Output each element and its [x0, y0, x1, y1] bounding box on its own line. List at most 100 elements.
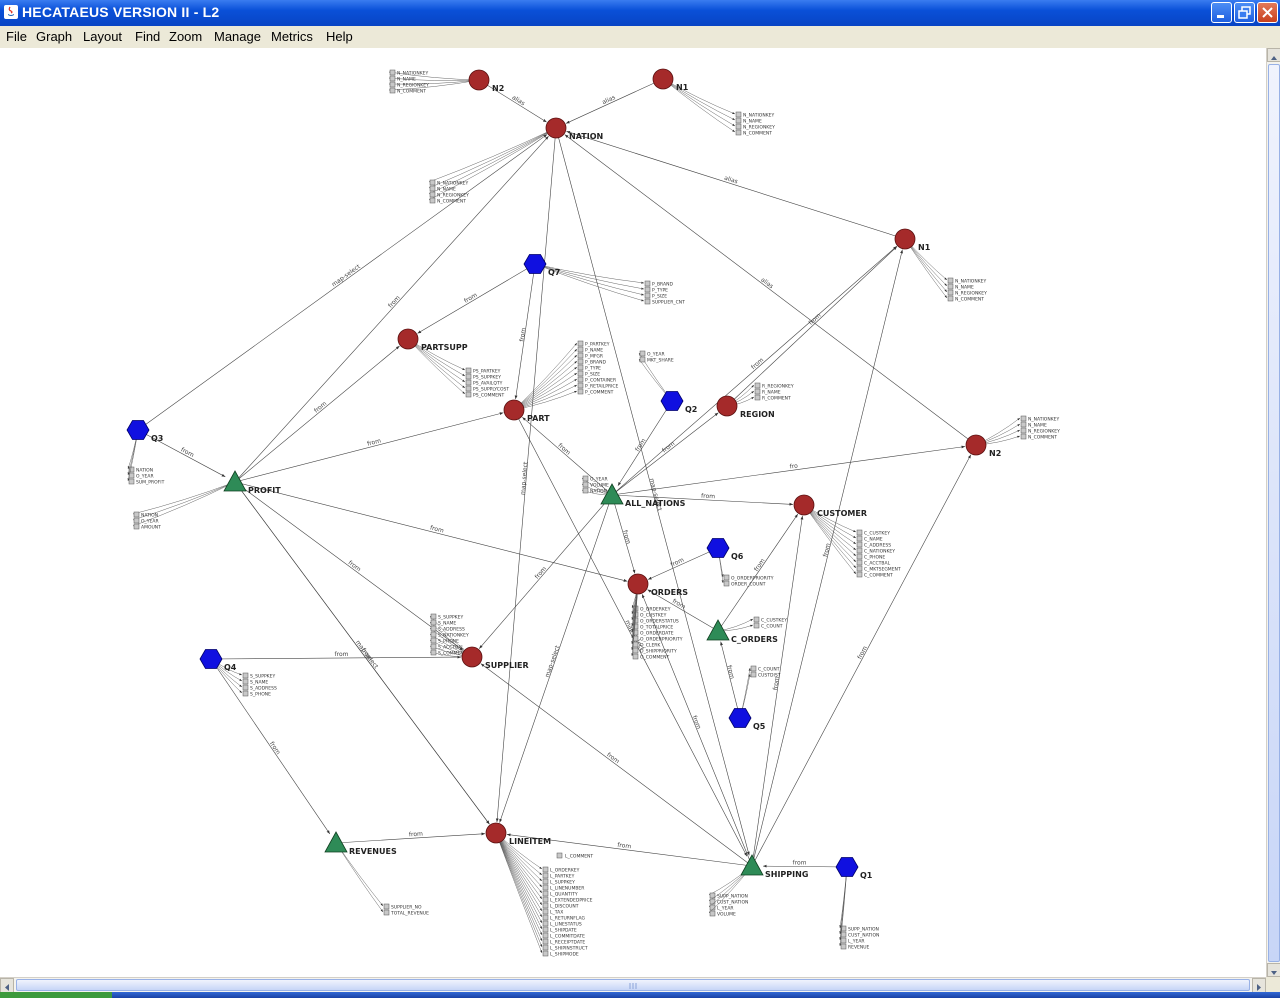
view-node[interactable]	[223, 470, 247, 492]
attribute-node[interactable]	[542, 914, 549, 921]
attribute-node[interactable]	[709, 892, 716, 899]
graph-edge[interactable]	[506, 833, 753, 867]
attribute-node[interactable]	[465, 385, 472, 392]
attribute-node[interactable]	[723, 574, 730, 581]
attribute-node[interactable]	[947, 283, 954, 290]
start-button[interactable]	[0, 992, 112, 998]
menu-zoom[interactable]: Zoom	[169, 29, 203, 44]
menu-help[interactable]: Help	[326, 29, 353, 44]
scroll-right-button[interactable]	[1252, 978, 1266, 993]
graph-edge[interactable]	[611, 246, 897, 496]
attribute-node[interactable]	[709, 904, 716, 911]
attribute-node[interactable]	[556, 852, 563, 859]
scroll-up-button[interactable]	[1267, 48, 1280, 62]
graph-edge[interactable]	[617, 400, 673, 486]
menu-graph[interactable]: Graph	[36, 29, 73, 44]
attribute-node[interactable]	[383, 903, 390, 910]
graph-edge[interactable]	[234, 481, 628, 582]
vertical-scroll-thumb[interactable]	[1268, 64, 1280, 962]
attribute-node[interactable]	[430, 643, 437, 650]
attribute-node[interactable]	[542, 932, 549, 939]
menu-file[interactable]: File	[6, 29, 27, 44]
attribute-node[interactable]	[242, 684, 249, 691]
attribute-node[interactable]	[542, 908, 549, 915]
view-node[interactable]	[324, 831, 348, 853]
attribute-node[interactable]	[389, 69, 396, 76]
graph-edge[interactable]	[647, 589, 719, 632]
relation-node[interactable]	[503, 399, 525, 421]
graph-edge[interactable]	[234, 481, 464, 651]
graph-edge[interactable]	[513, 409, 748, 857]
attribute-node[interactable]	[429, 179, 436, 186]
attribute-node[interactable]	[582, 475, 589, 482]
query-node[interactable]	[835, 857, 859, 877]
attribute-node[interactable]	[133, 523, 140, 530]
menu-metrics[interactable]: Metrics	[271, 29, 313, 44]
attribute-node[interactable]	[430, 619, 437, 626]
query-node[interactable]	[523, 254, 547, 274]
attribute-node[interactable]	[856, 565, 863, 572]
attribute-node[interactable]	[542, 884, 549, 891]
attribute-node[interactable]	[644, 280, 651, 287]
graph-edge[interactable]	[751, 515, 804, 867]
scroll-left-button[interactable]	[0, 978, 14, 993]
attribute-node[interactable]	[582, 487, 589, 494]
attribute-node[interactable]	[750, 665, 757, 672]
attribute-node[interactable]	[1020, 421, 1027, 428]
graph-edge[interactable]	[751, 454, 972, 867]
attribute-node[interactable]	[632, 647, 639, 654]
query-node[interactable]	[126, 420, 150, 440]
attribute-node[interactable]	[128, 478, 135, 485]
relation-node[interactable]	[397, 328, 419, 350]
graph-edge[interactable]	[234, 135, 549, 483]
relation-node[interactable]	[716, 395, 738, 417]
attribute-node[interactable]	[542, 866, 549, 873]
attribute-node[interactable]	[840, 925, 847, 932]
attribute-node[interactable]	[632, 653, 639, 660]
relation-node[interactable]	[894, 228, 916, 250]
graph-edge[interactable]	[611, 412, 719, 496]
attribute-node[interactable]	[856, 541, 863, 548]
attribute-node[interactable]	[465, 391, 472, 398]
attribute-node[interactable]	[577, 340, 584, 347]
graph-edge[interactable]	[210, 658, 331, 835]
query-node[interactable]	[660, 391, 684, 411]
attribute-node[interactable]	[430, 613, 437, 620]
attribute-node[interactable]	[242, 678, 249, 685]
attribute-node[interactable]	[577, 370, 584, 377]
graph-edge[interactable]	[514, 263, 536, 400]
attribute-node[interactable]	[542, 944, 549, 951]
relation-node[interactable]	[485, 822, 507, 844]
graph-edge[interactable]	[234, 481, 490, 825]
graph-edge[interactable]	[480, 663, 753, 867]
attribute-node[interactable]	[1020, 433, 1027, 440]
menu-find[interactable]: Find	[135, 29, 161, 44]
attribute-node[interactable]	[383, 909, 390, 916]
graph-edge[interactable]	[234, 412, 504, 483]
attribute-node[interactable]	[133, 517, 140, 524]
graph-edge[interactable]	[720, 641, 741, 719]
horizontal-scrollbar[interactable]	[0, 977, 1266, 993]
attribute-node[interactable]	[723, 580, 730, 587]
attribute-node[interactable]	[639, 356, 646, 363]
graph-edge[interactable]	[478, 79, 547, 123]
relation-node[interactable]	[461, 646, 483, 668]
horizontal-scroll-thumb[interactable]	[16, 979, 1250, 991]
attribute-node[interactable]	[429, 197, 436, 204]
attribute-node[interactable]	[542, 896, 549, 903]
attribute-node[interactable]	[465, 379, 472, 386]
attribute-node[interactable]	[577, 346, 584, 353]
attribute-node[interactable]	[542, 902, 549, 909]
attribute-node[interactable]	[639, 350, 646, 357]
attribute-node[interactable]	[753, 616, 760, 623]
graph-edge[interactable]	[522, 416, 613, 496]
attribute-node[interactable]	[465, 373, 472, 380]
attribute-node[interactable]	[856, 559, 863, 566]
attribute-node[interactable]	[1020, 415, 1027, 422]
attribute-node[interactable]	[577, 358, 584, 365]
attribute-node[interactable]	[429, 185, 436, 192]
view-node[interactable]	[600, 483, 624, 505]
relation-node[interactable]	[627, 573, 649, 595]
attribute-node[interactable]	[542, 926, 549, 933]
